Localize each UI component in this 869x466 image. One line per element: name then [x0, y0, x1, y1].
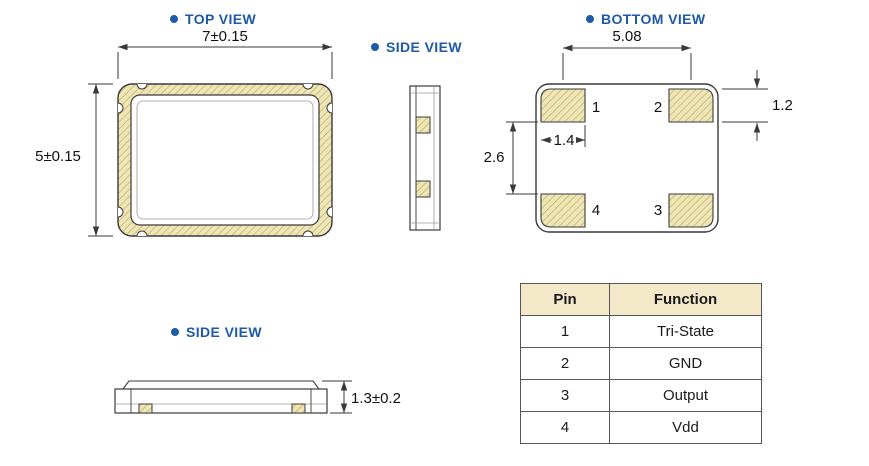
table-row: 4 Vdd	[520, 411, 762, 444]
function-cell: Output	[609, 379, 762, 412]
view-label-text: BOTTOM VIEW	[601, 11, 706, 27]
pin-cell: 4	[520, 411, 610, 444]
pin-cell: 2	[520, 347, 610, 380]
side-pad	[138, 403, 153, 414]
pad-pitch-dimension: 5.08	[612, 28, 641, 45]
table-row: 3 Output	[520, 379, 762, 412]
pin-number-4: 4	[592, 202, 600, 219]
side-pad	[291, 403, 306, 414]
pin-number-1: 1	[592, 99, 600, 116]
function-cell: Vdd	[609, 411, 762, 444]
pin-number-2: 2	[654, 99, 662, 116]
bottom-view-drawing: 1 2 4 3	[535, 83, 719, 233]
pad-height-dimension: 1.2	[772, 97, 793, 114]
bullet-icon	[170, 15, 178, 23]
row-gap-dimension: 2.6	[484, 149, 505, 166]
function-cell: Tri-State	[609, 315, 762, 348]
side-view-lower-dimensions	[322, 380, 352, 414]
bottom-view-label: BOTTOM VIEW	[586, 11, 705, 27]
lid-profile	[121, 380, 321, 390]
table-header-row: Pin Function	[520, 283, 762, 316]
corner-notches	[118, 84, 332, 236]
top-width-dimension: 7±0.15	[202, 28, 248, 45]
pad-2	[668, 88, 714, 123]
top-height-dimension: 5±0.15	[35, 148, 81, 165]
bullet-icon	[171, 328, 179, 336]
top-view-drawing	[117, 83, 333, 237]
side-pad	[415, 180, 431, 198]
side-view-horizontal-drawing	[114, 380, 328, 414]
pin-function-table: Pin Function 1 Tri-State 2 GND 3 Output …	[520, 283, 762, 444]
side-pad	[415, 116, 431, 134]
pin-cell: 3	[520, 379, 610, 412]
thickness-dimension: 1.3±0.2	[351, 390, 401, 407]
pad-width-dimension: 1.4	[554, 132, 575, 149]
pin-column-header: Pin	[520, 283, 610, 316]
top-view-label: TOP VIEW	[170, 11, 256, 27]
bullet-icon	[586, 15, 594, 23]
pin-cell: 1	[520, 315, 610, 348]
view-label-text: SIDE VIEW	[386, 39, 462, 55]
function-column-header: Function	[609, 283, 762, 316]
table-row: 2 GND	[520, 347, 762, 380]
side-view-lower-label: SIDE VIEW	[171, 324, 262, 340]
lid-seam-line	[136, 100, 314, 220]
table-row: 1 Tri-State	[520, 315, 762, 348]
function-cell: GND	[609, 347, 762, 380]
pad-4	[540, 193, 586, 228]
side-view-vertical-drawing	[409, 85, 441, 231]
bottom-view-dimensions	[506, 44, 768, 195]
bullet-icon	[371, 43, 379, 51]
view-label-text: SIDE VIEW	[186, 324, 262, 340]
side-view-upper-label: SIDE VIEW	[371, 39, 462, 55]
view-label-text: TOP VIEW	[185, 11, 257, 27]
package-lid	[130, 94, 320, 226]
pad-1	[540, 88, 586, 123]
pad-3	[668, 193, 714, 228]
top-view-dimensions	[88, 43, 333, 237]
pin-number-3: 3	[654, 202, 662, 219]
